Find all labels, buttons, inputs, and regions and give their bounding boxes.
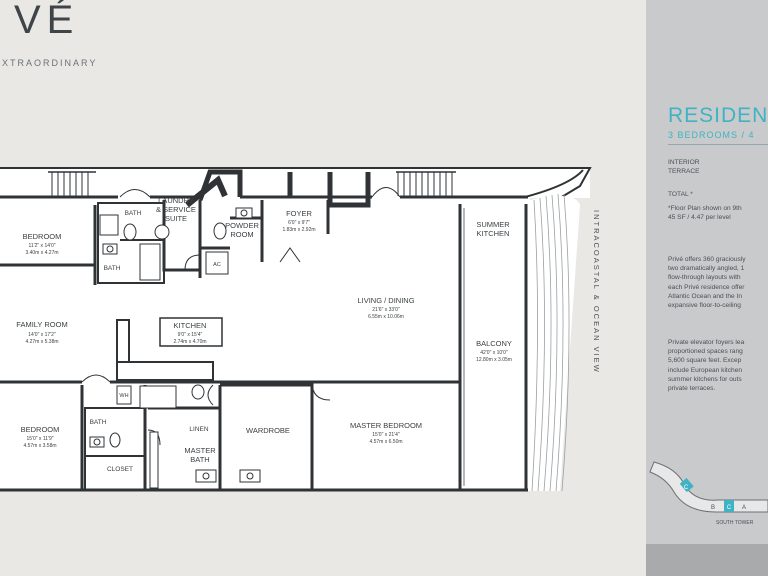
powder-line-1: POWDER [225,221,259,230]
brand-logo: VÉ [14,0,80,42]
bedroom-1-dims: 11'2" x 14'0" [28,243,55,249]
family-room-metric: 4.27m x 5.38m [25,339,58,345]
laundry-line-3: SUITE [165,214,187,223]
key-plan-map: C C B A SOUTH TOWER [649,461,768,526]
view-direction-label: INTRACOASTAL & OCEAN VIEW [592,210,601,374]
kitchen-metric: 2.74m x 4.70m [173,339,206,345]
terrace-label: TERRACE [668,168,700,175]
panel-footer-band [646,544,768,576]
north-terrace [0,167,592,199]
living-metric: 6.55m x 10.06m [368,314,404,320]
key-plan-label-a: A [742,505,746,511]
summer-kitchen-line-1: SUMMER [476,220,510,229]
description-paragraph-1: Privé offers 360 graciously two dramatic… [668,256,746,310]
walls [0,169,528,492]
total-label: TOTAL * [668,191,693,198]
foyer-name: FOYER [286,209,312,218]
laundry-line-2: & SERVICE [156,205,196,214]
bath-upper-b-label: BATH [104,265,121,272]
bedroom-1-name: BEDROOM [23,232,62,241]
residence-title: RESIDENC [668,104,768,127]
toilet-master [191,384,205,400]
master-bath-line-1: MASTER [184,446,216,455]
key-plan-label-c-1: C [684,485,689,491]
bath-lower-label: BATH [90,419,107,426]
powder-line-2: ROOM [230,230,253,239]
bedroom-2-name: BEDROOM [21,425,60,434]
washer [154,224,170,240]
family-room-dims: 14'0" x 17'2" [28,332,56,338]
kitchen-dims: 9'0" x 15'4" [178,332,203,338]
bathtub [99,214,119,236]
toilet-upper [123,223,137,241]
bedroom-2-metric: 4.57m x 3.58m [23,443,56,449]
fixtures [89,207,261,489]
wardrobe-label: WARDROBE [246,426,290,435]
foyer-metric: 1.83m x 2.92m [282,227,315,233]
floor-note: *Floor Plan shown on 9th [668,205,742,212]
door-swings [81,187,401,446]
master-bedroom-name: MASTER BEDROOM [350,421,422,430]
residence-subtitle: 3 BEDROOMS / 4 [668,130,755,140]
linen-shelf [149,431,159,489]
ac-label-upper: AC [213,262,221,268]
kitchen-name: KITCHEN [174,321,207,330]
toilet-powder [213,222,227,240]
key-plan-tower-label: SOUTH TOWER [716,520,754,526]
divider [668,144,768,145]
shower-upper [139,243,161,281]
foyer-dims: 6'0" x 9'7" [288,220,310,226]
balcony-dims: 42'0" x 10'0" [480,350,508,356]
closet-label: CLOSET [107,466,133,473]
linen-label: LINEN [189,426,208,433]
ac-unit-upper [205,251,229,275]
family-room-name: FAMILY ROOM [16,320,67,329]
key-plan-unit-c-1 [679,477,694,493]
shower-lower [139,385,177,409]
key-plan-label-b: B [711,505,715,511]
description-paragraph-2: Private elevator foyers lea proportioned… [668,339,745,393]
area-note: 45 SF / 4.47 per level [668,214,731,221]
master-bedroom-metric: 4.57m x 6.50m [369,439,402,445]
bedroom-2-dims: 15'0" x 11'9" [26,436,53,442]
mls-watermark: MLS® 2026 [0,281,84,298]
interior-label: INTERIOR [668,159,700,166]
balcony-metric: 12.80m x 3.05m [476,357,512,363]
toilet-lower [109,432,121,448]
laundry-line-1: LAUNDRY [158,196,194,205]
floor-area [0,197,530,491]
info-panel: RESIDENC 3 BEDROOMS / 4 INTERIOR TERRACE… [646,0,768,576]
living-name: LIVING / DINING [357,296,414,305]
bath-upper-a-label: BATH [125,210,142,217]
brand-tagline: XTRAORDINARY [2,58,98,68]
wh-label: WH [119,393,128,399]
living-dims: 21'6" x 33'0" [372,307,400,313]
ac-unit-lower [116,385,132,405]
east-balcony [524,169,584,492]
balcony-name: BALCONY [476,339,512,348]
master-bath-line-2: BATH [190,455,209,464]
key-plan-unit-c-2 [724,500,734,512]
key-plan-label-c-2: C [727,505,732,511]
room-labels: BEDROOM 11'2" x 14'0" 3.40m x 4.27m FAMI… [16,196,512,473]
master-bedroom-dims: 15'0" x 21'4" [372,432,400,438]
bedroom-1-metric: 3.40m x 4.27m [25,250,58,256]
summer-kitchen-line-2: KITCHEN [477,229,510,238]
